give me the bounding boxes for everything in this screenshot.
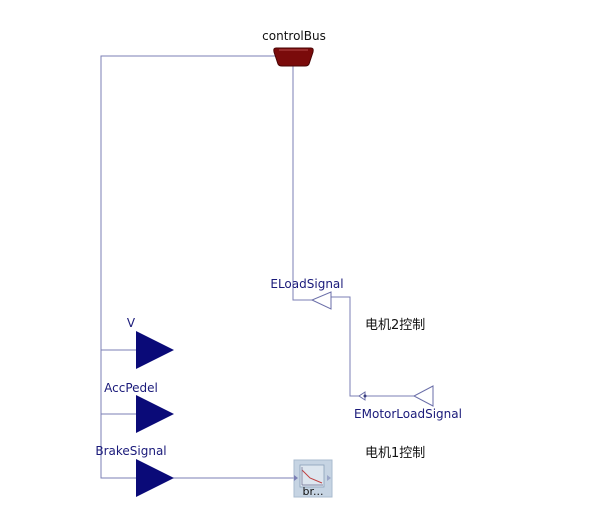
emotorloadsignal-connector[interactable]: EMotorLoadSignal — [354, 385, 462, 421]
v-signal-triangle-icon[interactable] — [136, 331, 174, 369]
v-signal-label: V — [127, 316, 136, 330]
control-bus-label: controlBus — [262, 29, 326, 43]
brake-block-curve-icon — [301, 469, 323, 484]
control-bus-connector-icon[interactable] — [273, 47, 314, 67]
wire-bus-to-eloadsignal[interactable] — [292, 66, 312, 301]
emotorloadsignal-label: EMotorLoadSignal — [354, 407, 462, 421]
accpedel-signal-connector[interactable]: AccPedel — [104, 381, 174, 433]
accpedel-signal-label: AccPedel — [104, 381, 158, 395]
brake-block-input-arrow-icon — [294, 475, 298, 481]
brake-table-block[interactable]: br... — [293, 459, 333, 498]
brakesignal-label: BrakeSignal — [95, 444, 166, 458]
eloadsignal-triangle-icon[interactable] — [310, 291, 332, 310]
eloadsignal-connector[interactable]: ELoadSignal — [270, 277, 344, 310]
bus-wire-left[interactable] — [100, 55, 278, 479]
brakesignal-connector[interactable]: BrakeSignal — [95, 444, 174, 497]
emotorloadsignal-triangle-icon[interactable] — [412, 385, 434, 407]
eloadsignal-label: ELoadSignal — [270, 277, 343, 291]
motor2-control-note: 电机2控制 — [365, 318, 425, 333]
wire-eload-to-emotor[interactable] — [331, 296, 365, 397]
brake-block-output-arrow-icon — [327, 475, 331, 481]
emotor-junction-dot — [363, 394, 367, 398]
motor1-control-note: 电机1控制 — [365, 446, 425, 461]
connection-wires — [100, 55, 414, 479]
brake-block-label: br... — [303, 485, 324, 498]
brake-block-inner-plot — [299, 464, 325, 488]
v-signal-connector[interactable]: V — [127, 316, 174, 369]
accpedel-signal-triangle-icon[interactable] — [136, 395, 174, 433]
control-bus[interactable]: controlBus — [262, 29, 326, 67]
brakesignal-triangle-icon[interactable] — [136, 459, 174, 497]
